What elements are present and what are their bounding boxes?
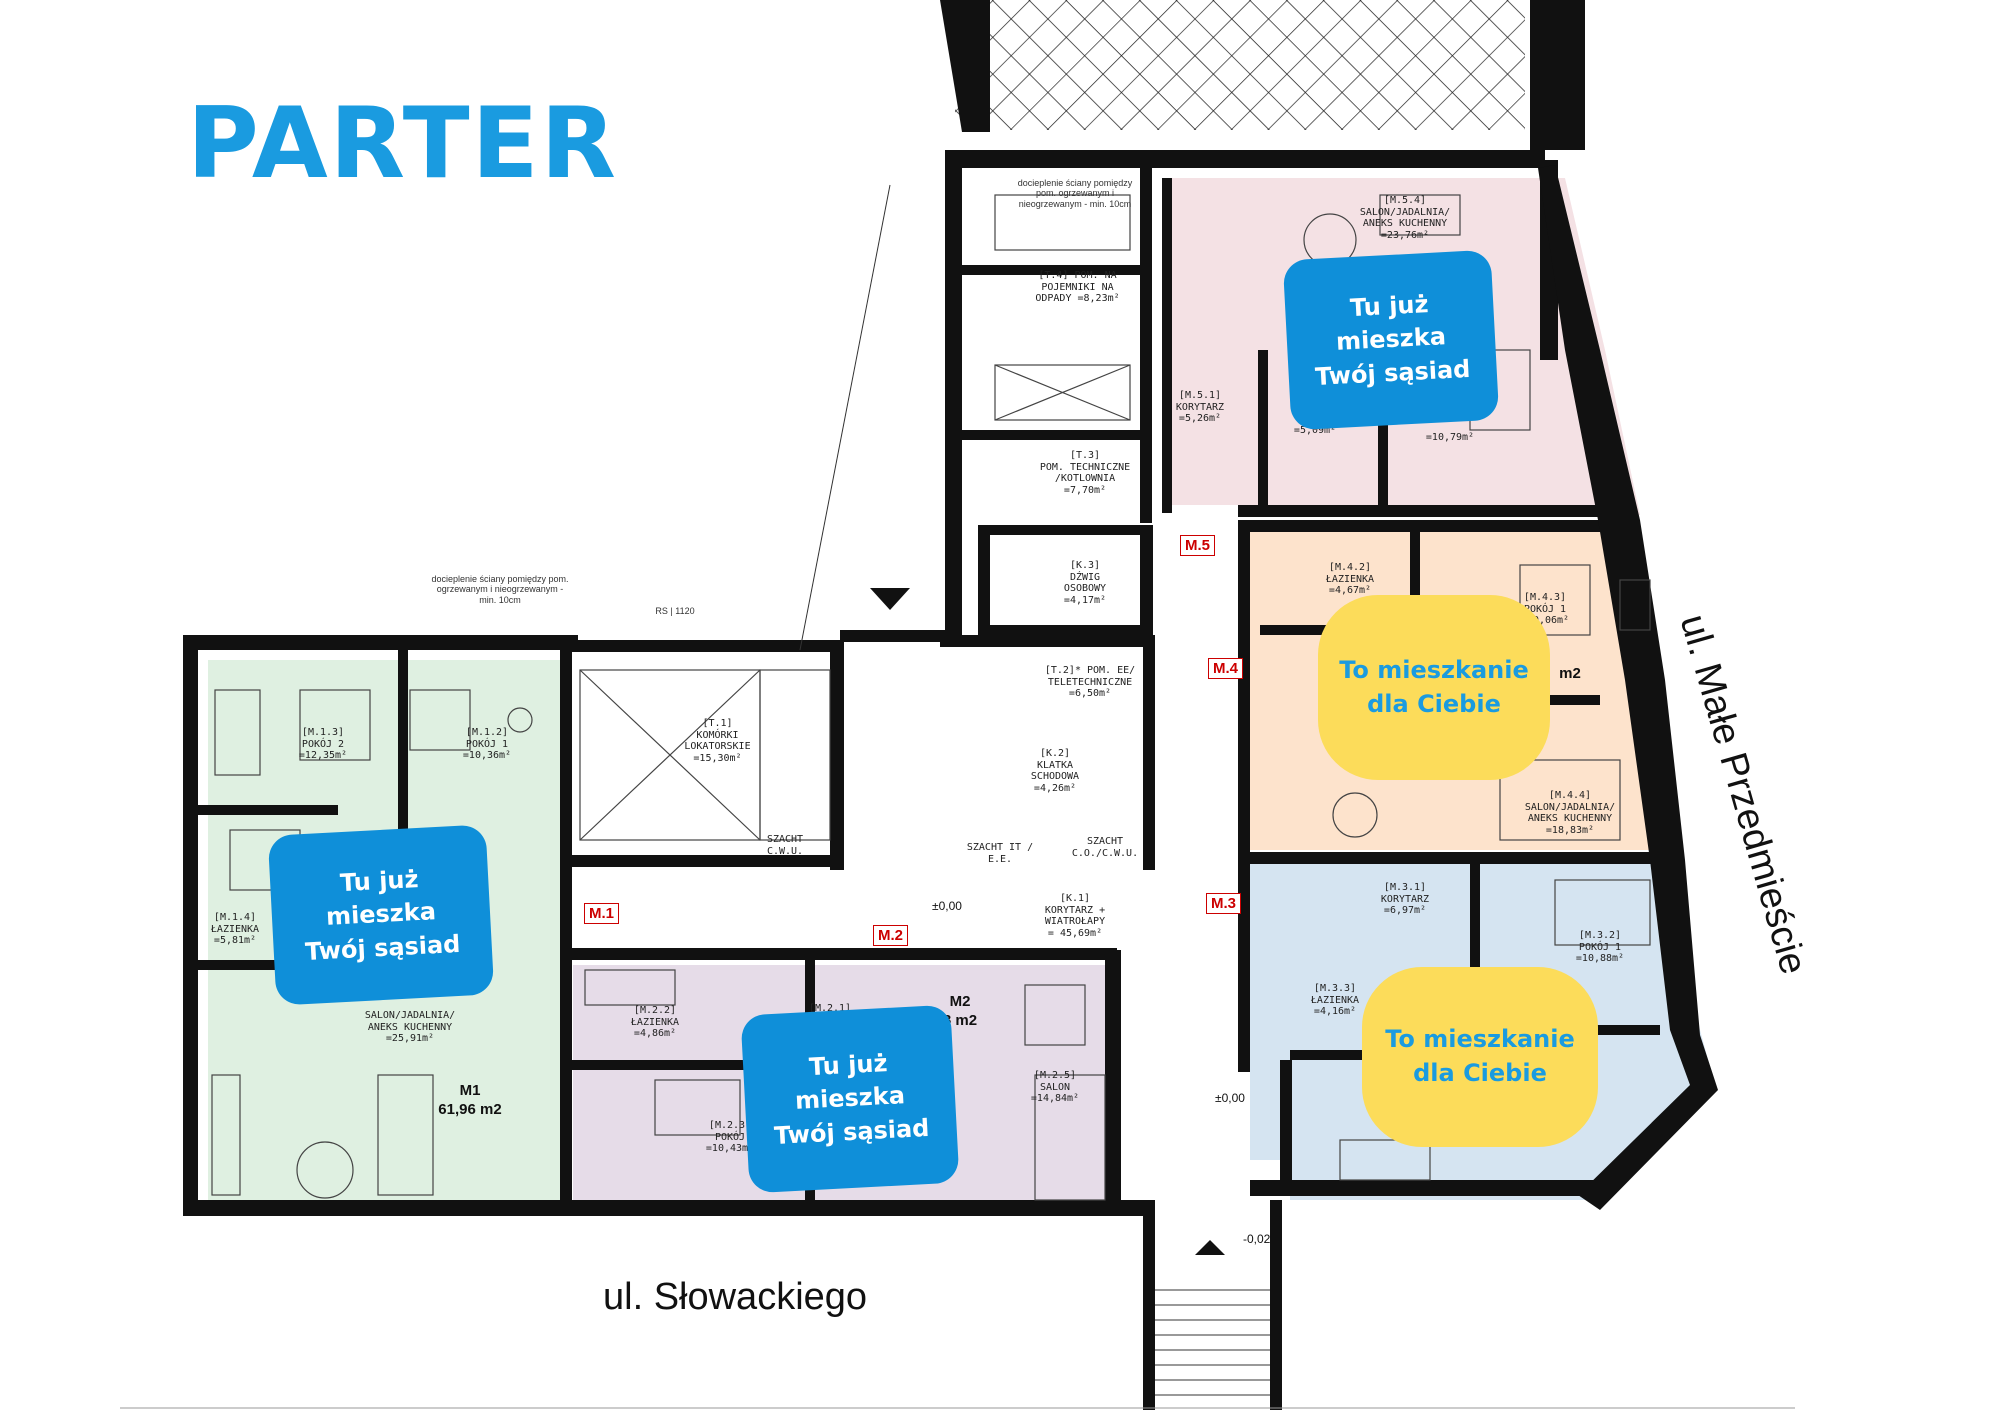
entrance-steps: [1155, 1289, 1270, 1396]
bubble-text-2: dla Ciebie: [1413, 1059, 1547, 1087]
room-t2: [T.2]* POM. EE/ TELETECHNICZNE =6,50m²: [1044, 665, 1136, 699]
room-t1: [T.1] KOMÓRKI LOKATORSKIE =15,30m²: [684, 718, 751, 764]
shaft-cwu: SZACHT C.W.U.: [766, 834, 804, 857]
room-m33: [M.3.3] ŁAZIENKA =4,16m²: [1310, 983, 1360, 1017]
room-t4: [T.4] POM. NA POJEMNIKI NA ODPADY =8,23m…: [1035, 270, 1120, 304]
room-m32: [M.3.2] POKÓJ 1 =10,88m²: [1575, 930, 1625, 964]
room-m31: [M.3.1] KORYTARZ =6,97m²: [1380, 882, 1430, 916]
room-m42: [M.4.2] ŁAZIENKA =4,67m²: [1325, 562, 1375, 596]
furniture: [211, 194, 1651, 1201]
tag-m3: M.3: [1206, 893, 1242, 914]
room-k1: [K.1] KORYTARZ + WIATROŁAPY = 45,69m²: [1044, 893, 1106, 939]
bubble-text-3: Twój sąsiad: [1314, 354, 1472, 391]
bubble-text-2: mieszka: [325, 897, 437, 932]
tag-m4: M.4: [1208, 658, 1244, 679]
room-m44: [M.4.4] SALON/JADALNIA/ ANEKS KUCHENNY =…: [1524, 790, 1616, 836]
room-k2: [K.2] KLATKA SCHODOWA =4,26m²: [1030, 748, 1080, 794]
bubble-text-3: Twój sąsiad: [773, 1113, 931, 1150]
room-m43: [M.4.3] POKÓJ 1 =10,06m²: [1520, 592, 1570, 626]
room-m22: [M.2.2] ŁAZIENKA =4,86m²: [630, 1005, 680, 1039]
room-m13: [M.1.3] POKÓJ 2 =12,35m²: [298, 727, 348, 761]
room-m14: [M.1.4] ŁAZIENKA =5,81m²: [210, 912, 260, 946]
bubble-text-3: Twój sąsiad: [304, 929, 462, 966]
bubble-text-1: Tu już: [808, 1048, 889, 1081]
room-m53: =10,79m²: [1425, 432, 1475, 443]
tag-m2: M.2: [873, 925, 909, 946]
level-outside: -0,02: [1243, 1232, 1271, 1246]
room-t3: [T.3] POM. TECHNICZNE /KOTLOWNIA =7,70m²: [1039, 450, 1131, 496]
diagonal-line: [799, 184, 891, 651]
unit-m2-area: 8 m2: [942, 1011, 978, 1029]
room-m54: [M.5.4] SALON/JADALNIA/ ANEKS KUCHENNY =…: [1359, 195, 1451, 241]
unit-m1-area: 61,96 m2: [438, 1100, 502, 1118]
tag-m5: M.5: [1180, 535, 1216, 556]
tag-m1: M.1: [584, 903, 620, 924]
bubble-text-2: mieszka: [1335, 322, 1447, 357]
rs-marker-1: RS | 1120: [655, 606, 695, 616]
shaft-cocwu: SZACHT C.O./C.W.U.: [1071, 836, 1139, 859]
note-insulation-left: docieplenie ściany pomiędzy pom. ogrzewa…: [431, 574, 569, 605]
street-slowackiego: ul. Słowackiego: [603, 1276, 868, 1318]
room-m25: [M.2.5] SALON =14,84m²: [1030, 1070, 1080, 1104]
page-title: PARTER: [187, 87, 618, 201]
room-m12: [M.1.2] POKÓJ 1 =10,36m²: [462, 727, 512, 761]
room-m21: [M.2.1]: [808, 1003, 852, 1014]
level-corridor: ±0,00: [932, 899, 962, 913]
room-m52: =5,09m²: [1293, 425, 1337, 436]
bubble-text-2: dla Ciebie: [1367, 689, 1501, 718]
terrace: [940, 0, 1585, 150]
unit-m4-area: m2: [1559, 665, 1581, 682]
room-m51: [M.5.1] KORYTARZ =5,26m²: [1175, 390, 1225, 424]
note-insulation-top: docieplenie ściany pomiędzy pom. ogrzewa…: [1017, 178, 1133, 209]
unit-m1-name: M1: [459, 1082, 481, 1099]
bubble-text-1: Tu już: [1349, 289, 1430, 322]
entrance-arrow: [1195, 1240, 1225, 1255]
bubble-for-you-m3: To mieszkanie dla Ciebie: [1362, 967, 1598, 1147]
bubble-text-1: To mieszkanie: [1385, 1025, 1575, 1054]
shaft-ite: SZACHT IT / E.E.: [966, 842, 1034, 865]
bubble-for-you-m4: To mieszkanie dla Ciebie: [1318, 595, 1550, 780]
bubble-text-1: To mieszkanie: [1339, 655, 1529, 684]
room-m23: [M.2.3] POKÓJ =10,43m²: [705, 1120, 755, 1154]
unit-m2-name: M2: [949, 993, 971, 1010]
room-m11: SALON/JADALNIA/ ANEKS KUCHENNY =25,91m²: [364, 1010, 456, 1044]
bubble-text-2: mieszka: [794, 1081, 906, 1116]
entry-arrow: [870, 588, 910, 610]
bubble-text-1: Tu już: [339, 864, 420, 897]
room-k3: [K.3] DŹWIG OSOBOWY =4,17m²: [1063, 560, 1107, 606]
unit-m1-label: M1 61,96 m2: [420, 1082, 520, 1120]
unit-m2-label: M2 8 m2: [935, 993, 985, 1031]
level-entrance: ±0,00: [1215, 1091, 1245, 1105]
